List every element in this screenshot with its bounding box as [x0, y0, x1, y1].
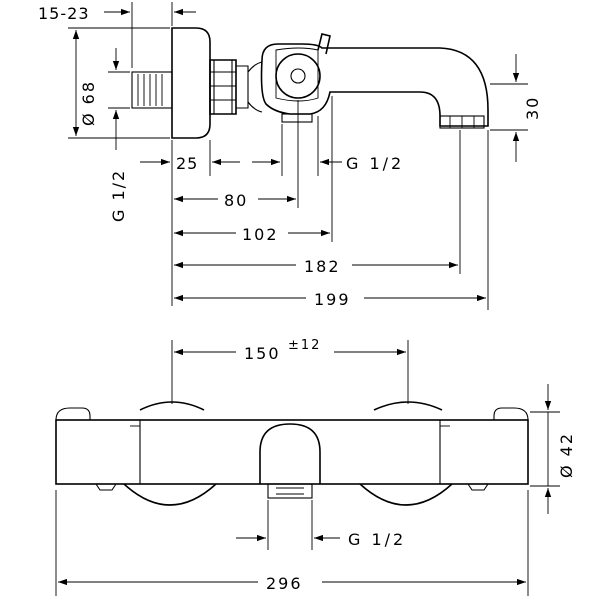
- dim-outlet-thread-side: G 1/2: [252, 116, 404, 176]
- body-connector: [247, 61, 263, 113]
- dim-182: 182: [174, 130, 461, 276]
- hex-nut: [209, 59, 249, 115]
- dim-overall-width: 296: [55, 490, 529, 596]
- dim-182-label: 182: [304, 257, 341, 276]
- dim-102: 102: [174, 96, 333, 244]
- escutcheon-right: [359, 401, 453, 506]
- dim-outlet-thread-front: G 1/2: [236, 500, 406, 550]
- dim-199-label: 199: [314, 290, 351, 309]
- inlet-union: [131, 71, 173, 109]
- dim-flange-depth-label: 15-23: [38, 4, 90, 23]
- central-spout: [259, 423, 321, 499]
- dim-spout-height: 30: [490, 54, 542, 162]
- dim-25-label: 25: [176, 154, 198, 173]
- mixer-body-front: [55, 407, 529, 491]
- escutcheon-left: [123, 401, 217, 506]
- dim-102-label: 102: [242, 225, 279, 244]
- dim-80: 80: [174, 100, 299, 210]
- wall-flange: [171, 27, 211, 139]
- dim-199: 199: [174, 130, 489, 310]
- dim-spout-height-label: 30: [523, 96, 542, 120]
- dim-body-diameter-label: Ø 42: [557, 432, 576, 478]
- mixer-body-spout: [260, 43, 489, 129]
- dim-body-diameter: Ø 42: [530, 384, 576, 514]
- dim-80-label: 80: [224, 191, 248, 210]
- diverter-knob: [275, 33, 331, 99]
- dim-centers: 150 ±12: [171, 338, 409, 404]
- lower-outlet: [281, 113, 313, 123]
- dim-outlet-thread-side-label: G 1/2: [346, 154, 404, 173]
- dim-wall-diameter-label: Ø 68: [79, 80, 98, 126]
- dim-centers-label: 150: [244, 344, 281, 363]
- dim-inlet-thread-label: G 1/2: [109, 169, 128, 222]
- dim-centers-tolerance: ±12: [288, 338, 321, 353]
- dim-flange-depth: 15-23: [38, 2, 196, 68]
- dim-25: 25: [140, 140, 240, 306]
- front-view: 150 ±12 Ø 42 G 1/2 296: [55, 338, 576, 596]
- dim-outlet-thread-front-label: G 1/2: [348, 530, 406, 549]
- side-view: 15-23 Ø 68 G 1/2 25: [38, 2, 542, 310]
- dim-overall-width-label: 296: [266, 574, 303, 593]
- dim-inlet-thread: G 1/2: [108, 48, 130, 222]
- dim-wall-diameter: Ø 68: [68, 27, 170, 139]
